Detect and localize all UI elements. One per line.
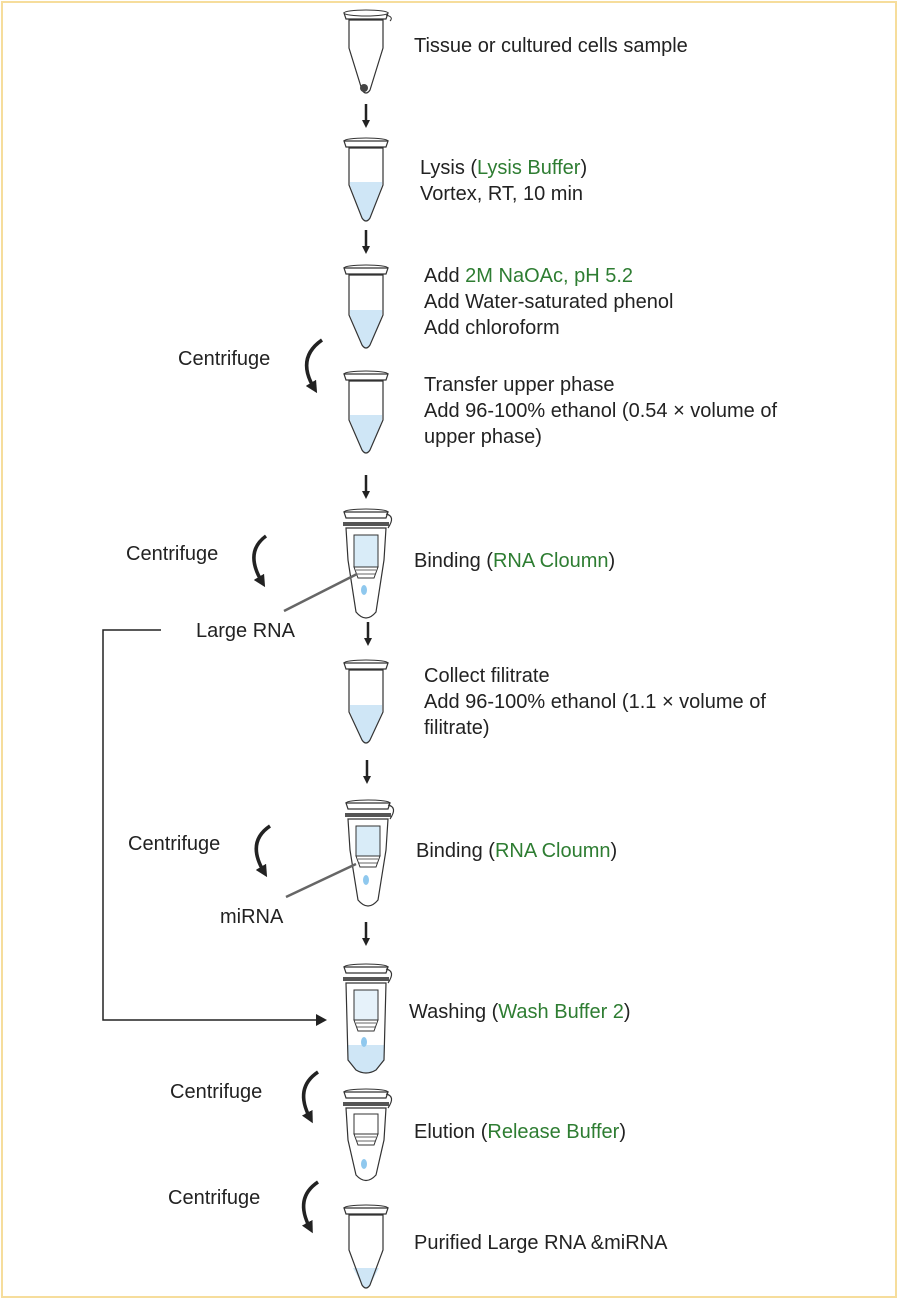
- tube-column-binding-1: [343, 508, 393, 619]
- large-rna-label: Large RNA: [196, 620, 295, 642]
- reagent-release-buffer: Release Buffer: [487, 1121, 620, 1143]
- step-1-text: Tissue or cultured cells sample: [414, 33, 688, 59]
- centrifuge-label: Centrifuge: [168, 1187, 261, 1209]
- step-7-text: Binding (RNA Cloumn): [416, 840, 618, 862]
- reagent-lysis-buffer: Lysis Buffer: [477, 157, 581, 179]
- step-3-text: Add 2M NaOAc, pH 5.2 Add Water-saturated…: [424, 263, 673, 341]
- tissue-pellet: [360, 84, 368, 92]
- step-10-line-1: Purified Large RNA &miRNA: [414, 1232, 668, 1254]
- step-2-line-2: Vortex, RT, 10 min: [420, 183, 584, 205]
- step-6-text: Collect filitrate Add 96-100% ethanol (1…: [424, 663, 766, 741]
- step-3-line-3: Add chloroform: [424, 317, 560, 339]
- reagent-naoac: 2M NaOAc, pH 5.2: [465, 265, 633, 287]
- centrifuge-label: Centrifuge: [178, 348, 271, 370]
- step-6-line-2: Add 96-100% ethanol (1.1 × volume of: [424, 691, 766, 713]
- step-10-text: Purified Large RNA &miRNA: [414, 1230, 667, 1256]
- pointer-line-large-rna: [283, 572, 358, 613]
- centrifuge-label: Centrifuge: [170, 1081, 263, 1103]
- step-5-text: Binding (RNA Cloumn): [414, 550, 616, 572]
- mirna-label: miRNA: [220, 906, 284, 928]
- step-9-text: Elution (Release Buffer): [414, 1121, 626, 1143]
- step-2-line-1: Lysis (Lysis Buffer): [420, 157, 588, 179]
- tube-transfer: [343, 370, 389, 454]
- centrifuge-arrow: [301, 1070, 320, 1124]
- tube-phenol: [343, 264, 389, 349]
- tube-elution: [343, 1088, 393, 1182]
- reagent-rna-column: RNA Cloumn: [494, 840, 611, 862]
- step-3-line-1: Add 2M NaOAc, pH 5.2: [424, 265, 633, 287]
- tube-filtrate: [343, 659, 389, 744]
- centrifuge-arrow: [304, 338, 324, 394]
- tube-column-binding-2: [345, 799, 395, 907]
- centrifuge-label: Centrifuge: [126, 543, 219, 565]
- step-3-line-2: Add Water-saturated phenol: [424, 291, 674, 313]
- step-8-text: Washing (Wash Buffer 2): [409, 1001, 631, 1023]
- step-2-text: Lysis (Lysis Buffer) Vortex, RT, 10 min: [420, 155, 587, 207]
- centrifuge-arrow: [254, 824, 272, 878]
- tube-purified: [343, 1204, 389, 1289]
- step-6-line-3: filitrate): [424, 717, 490, 739]
- centrifuge-arrow: [301, 1180, 320, 1234]
- pointer-line-mirna: [285, 862, 357, 899]
- reagent-rna-column: RNA Cloumn: [492, 550, 609, 572]
- tube-sample: [343, 9, 392, 94]
- step-1-line-1: Tissue or cultured cells sample: [414, 35, 688, 57]
- step-4-line-1: Transfer upper phase: [424, 374, 615, 396]
- step-6-line-1: Collect filitrate: [424, 665, 550, 687]
- step-4-text: Transfer upper phase Add 96-100% ethanol…: [424, 372, 777, 450]
- centrifuge-arrow: [252, 534, 268, 588]
- reagent-wash-buffer-2: Wash Buffer 2: [498, 1001, 624, 1023]
- large-rna-return-line: [102, 629, 322, 1021]
- step-4-line-2: Add 96-100% ethanol (0.54 × volume of: [424, 400, 778, 422]
- large-rna-return-arrowhead: [316, 1014, 327, 1026]
- centrifuge-label: Centrifuge: [128, 833, 221, 855]
- step-4-line-3: upper phase): [424, 426, 542, 448]
- tube-washing: [343, 963, 393, 1074]
- tube-lysis: [343, 137, 389, 222]
